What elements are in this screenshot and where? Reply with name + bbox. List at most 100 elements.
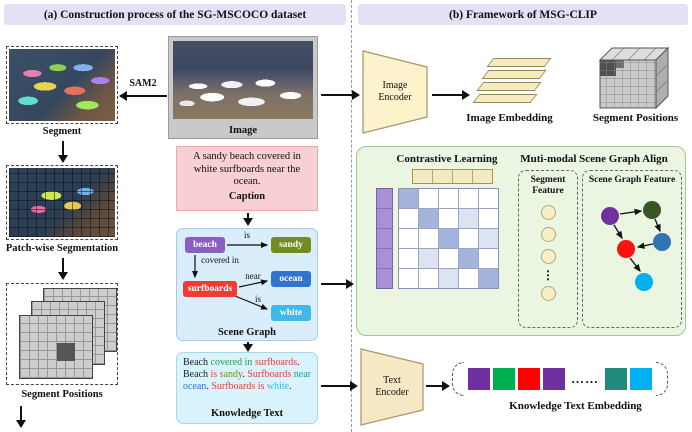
knowledge-text-box: Beach covered in surfboards. Beach is sa… xyxy=(176,352,318,424)
knowledge-text-segment: sandy xyxy=(219,369,243,381)
matrix-cell xyxy=(439,249,458,268)
row-vector-cell xyxy=(433,170,452,183)
edge-label-is2: is xyxy=(254,294,261,304)
sgf-node-green xyxy=(643,200,661,219)
arrow-encoder-to-embedding-icon xyxy=(432,90,470,100)
segment-positions-cube-shape xyxy=(598,46,670,110)
patchwise-image-frame xyxy=(6,165,118,240)
col-vector-cell xyxy=(377,189,392,208)
matrix-cell xyxy=(419,229,438,248)
matrix-cell xyxy=(419,269,438,288)
knowledge-text-label: Knowledge Text xyxy=(210,408,284,420)
matrix-cell xyxy=(459,229,478,248)
segment-feature-circle xyxy=(540,226,556,242)
segment-positions-label: Segment Positions xyxy=(21,389,103,400)
grid-sheet-front xyxy=(19,315,93,379)
matrix-cell xyxy=(479,189,498,208)
knowledge-text-embedding-row: …… xyxy=(468,368,652,390)
sgf-node-blue xyxy=(653,232,671,251)
arrow-down-icon xyxy=(242,342,253,352)
segment-feature-circle xyxy=(540,248,556,264)
knowledge-text-segment: Beach xyxy=(183,369,211,381)
matrix-cell xyxy=(479,269,498,288)
node-beach: beach xyxy=(185,237,225,253)
arrow-down-icon xyxy=(242,213,253,226)
knowledge-text-segment: . xyxy=(242,369,248,381)
beach-photo xyxy=(173,41,313,119)
scene-graph-feature-graph xyxy=(601,200,671,291)
matrix-cell xyxy=(459,249,478,268)
matrix-cell xyxy=(399,249,418,268)
segment-feature-circle xyxy=(540,204,556,220)
edge-label-covered-in: covered in xyxy=(201,255,239,265)
knowledge-text-segment: surfboards xyxy=(254,357,298,368)
caption-text: A sandy beach covered in white surfboard… xyxy=(193,151,301,188)
row-vector-cell xyxy=(413,170,432,183)
matrix-cell xyxy=(459,189,478,208)
matrix-cell xyxy=(439,269,458,288)
vertical-ellipsis: ⋮ xyxy=(542,267,554,282)
row-vector-cell xyxy=(473,170,492,183)
knowledge-text-segment: . xyxy=(206,381,212,393)
embedding-square xyxy=(605,368,627,390)
node-surfboards: surfboards xyxy=(183,281,237,297)
col-vector-cell xyxy=(377,269,392,288)
arrow-knowledgetext-to-encoder-icon xyxy=(321,381,358,391)
knowledge-text-segment: Surfboards xyxy=(247,369,294,381)
sam2-label: SAM2 xyxy=(129,78,157,89)
sgf-node-cyan xyxy=(635,272,653,291)
similarity-matrix xyxy=(398,188,499,289)
image-embedding-label: Image Embedding xyxy=(466,112,553,124)
text-encoder-shape xyxy=(360,348,424,426)
matrix-cell xyxy=(419,249,438,268)
matrix-cell xyxy=(399,229,418,248)
edge-label-near: near xyxy=(245,271,261,281)
node-white: white xyxy=(271,305,311,321)
matrix-cell xyxy=(439,189,458,208)
edge-label-is1: is xyxy=(243,230,250,240)
image-frame: Image xyxy=(168,36,318,139)
segment-label: Segment xyxy=(42,126,82,137)
knowledge-text-segment: is xyxy=(257,381,267,393)
matrix-cell xyxy=(399,189,418,208)
knowledge-text-segment: Surfboards xyxy=(211,381,258,393)
scene-graph-box: beach sandy surfboards ocean white is co… xyxy=(176,228,318,341)
text-embedding-row-vector xyxy=(412,169,493,184)
contrastive-learning-title: Contrastive Learning xyxy=(396,153,498,165)
segment-feature-circles: ⋮ xyxy=(540,204,556,302)
image-encoder: Image Encoder xyxy=(362,50,428,134)
embedding-square xyxy=(630,368,652,390)
matrix-cell xyxy=(479,249,498,268)
arrow-down-icon xyxy=(15,406,26,428)
dashed-brace-right xyxy=(656,362,668,396)
matrix-cell xyxy=(459,269,478,288)
sgf-node-purple xyxy=(601,206,619,225)
scene-graph-edges xyxy=(192,242,269,310)
segment-image xyxy=(9,49,115,121)
node-ocean: ocean xyxy=(271,271,311,287)
knowledge-text-content: Beach covered in surfboards. Beach is sa… xyxy=(183,357,311,394)
scene-graph-align-title: Muti-modal Scene Graph Align xyxy=(520,153,668,165)
horizontal-ellipsis: …… xyxy=(571,371,599,386)
arrow-down-icon xyxy=(57,141,68,163)
matrix-cell xyxy=(439,209,458,228)
caption-box: A sandy beach covered in white surfboard… xyxy=(176,146,318,211)
embedding-square xyxy=(518,368,540,390)
image-label: Image xyxy=(229,125,257,136)
knowledge-text-segment: white xyxy=(266,381,290,393)
arrow-scenegraph-to-align-icon xyxy=(321,279,354,289)
embedding-square xyxy=(468,368,490,390)
scene-graph-label: Scene Graph xyxy=(217,327,277,338)
row-vector-cell xyxy=(453,170,472,183)
knowledge-text-segment: . xyxy=(289,381,292,393)
patchwise-label: Patch-wise Segmentation xyxy=(5,243,119,254)
image-embedding-col-vector xyxy=(376,188,393,289)
knowledge-text-segment: Beach xyxy=(183,357,211,368)
patchwise-image xyxy=(9,168,115,237)
col-vector-cell xyxy=(377,229,392,248)
knowledge-text-segment: is xyxy=(210,369,220,381)
segment-positions-b-label: Segment Positions xyxy=(592,112,679,124)
matrix-cell xyxy=(419,209,438,228)
image-encoder-label: Image Encoder xyxy=(378,80,412,103)
knowledge-text-segment: near xyxy=(293,369,311,381)
